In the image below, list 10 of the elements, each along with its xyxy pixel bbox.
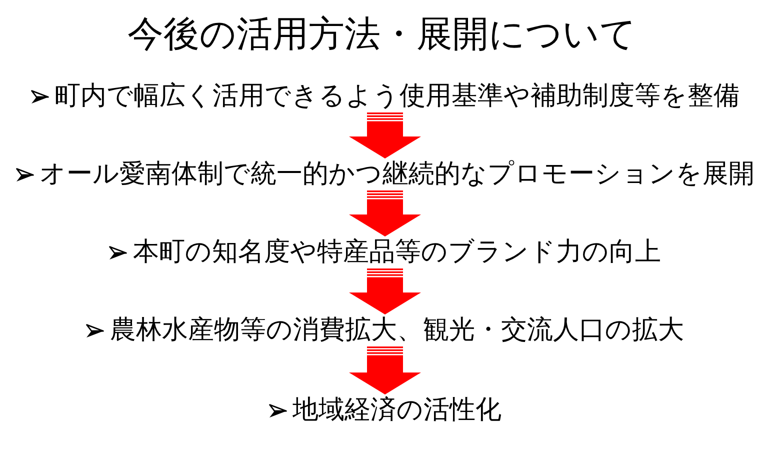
bullet-text: 町内で幅広く活用できるよう使用基準や補助制度等を整備 [54, 80, 740, 112]
block-arrow [349, 190, 421, 236]
bullet-text: 本町の知名度や特産品等のブランド力の向上 [133, 236, 661, 268]
title: 今後の活用方法・展開について [128, 14, 636, 56]
block-arrow [349, 346, 421, 394]
block-arrow [349, 112, 421, 158]
bullet-text: オール愛南体制で統一的かつ継続的なプロモーションを展開 [40, 158, 754, 190]
block-arrow [349, 268, 421, 314]
bullet-text: 農林水産物等の消費拡大、観光・交流人口の拡大 [110, 314, 684, 346]
bullet-text: 地域経済の活性化 [292, 394, 502, 426]
